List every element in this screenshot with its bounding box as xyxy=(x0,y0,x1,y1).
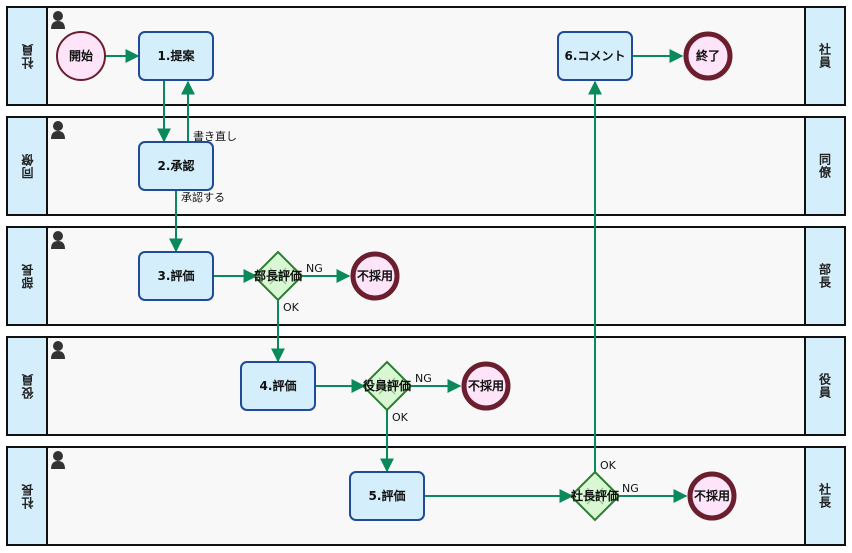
task-3-evaluation[interactable]: 3.評価 xyxy=(138,251,214,301)
lane-header-right: 社長 xyxy=(804,448,844,544)
task-6-comment[interactable]: 6.コメント xyxy=(557,31,633,81)
task-1-proposal[interactable]: 1.提案 xyxy=(138,31,214,81)
end-label: 終了 xyxy=(696,48,720,63)
edge-label-d3-ng: NG xyxy=(622,482,639,495)
reject-label: 不採用 xyxy=(694,488,730,503)
start-event[interactable]: 開始 xyxy=(56,31,106,81)
lane-header-right: 社員 xyxy=(804,8,844,104)
gateway-buchou-evaluation[interactable]: 部長評価 xyxy=(252,250,304,302)
person-icon xyxy=(51,341,65,359)
reject-event-yakuin[interactable]: 不採用 xyxy=(461,361,511,411)
lane-label: 部長 xyxy=(817,263,832,289)
gateway-label: 役員評価 xyxy=(363,378,411,393)
lane-label: 役員 xyxy=(817,373,832,399)
end-event[interactable]: 終了 xyxy=(683,31,733,81)
task-2-approval[interactable]: 2.承認 xyxy=(138,141,214,191)
edge-label-d1-ng: NG xyxy=(306,262,323,275)
gateway-label: 社長評価 xyxy=(570,488,619,503)
task-5-evaluation[interactable]: 5.評価 xyxy=(349,471,425,521)
edge-label-d1-ok: OK xyxy=(283,301,300,314)
task-label: 2.承認 xyxy=(158,158,195,173)
task-4-evaluation[interactable]: 4.評価 xyxy=(240,361,316,411)
reject-label: 不採用 xyxy=(468,378,504,393)
person-icon xyxy=(51,121,65,139)
edge-label-rewrite: 書き直し xyxy=(193,129,237,143)
lane-header-left: 役員 xyxy=(8,338,48,434)
task-label: 1.提案 xyxy=(158,48,196,63)
reject-event-shachou[interactable]: 不採用 xyxy=(687,471,737,521)
person-icon xyxy=(51,11,65,29)
lane-label: 社長 xyxy=(817,483,832,509)
start-label: 開始 xyxy=(69,48,93,63)
lane-label: 同僚 xyxy=(817,153,832,179)
lane-header-left: 同僚 xyxy=(8,118,48,214)
lane-header-left: 社員 xyxy=(8,8,48,104)
lane-header-right: 役員 xyxy=(804,338,844,434)
lane-header-left: 社長 xyxy=(8,448,48,544)
person-icon xyxy=(51,231,65,249)
gateway-shachou-evaluation[interactable]: 社長評価 xyxy=(569,470,621,522)
lane-header-right: 同僚 xyxy=(804,118,844,214)
reject-label: 不採用 xyxy=(357,268,393,283)
gateway-yakuin-evaluation[interactable]: 役員評価 xyxy=(361,360,413,412)
edge-label-d2-ng: NG xyxy=(415,372,432,385)
task-label: 3.評価 xyxy=(158,268,195,283)
lane-label: 社員 xyxy=(817,43,832,69)
task-label: 4.評価 xyxy=(260,378,297,393)
edge-label-d2-ok: OK xyxy=(392,411,409,424)
task-label: 6.コメント xyxy=(565,49,626,63)
person-icon xyxy=(51,451,65,469)
edge-label-d3-ok: OK xyxy=(600,459,617,472)
reject-event-buchou[interactable]: 不採用 xyxy=(350,251,400,301)
task-label: 5.評価 xyxy=(369,488,406,503)
gateway-label: 部長評価 xyxy=(254,268,302,283)
lane-header-left: 部長 xyxy=(8,228,48,324)
edge-label-approve: 承認する xyxy=(181,190,225,204)
lane-header-right: 部長 xyxy=(804,228,844,324)
